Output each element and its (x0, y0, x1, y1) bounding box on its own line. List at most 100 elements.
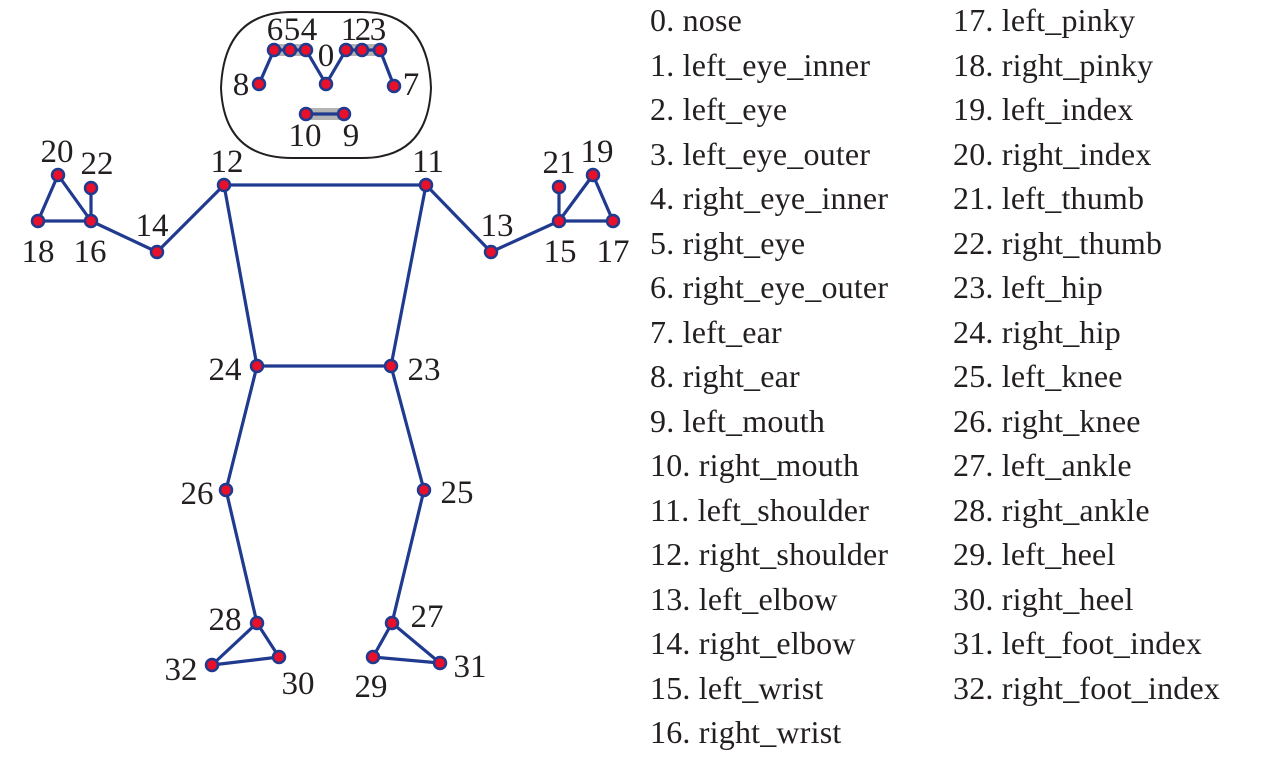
node-label-30: 30 (282, 666, 315, 702)
bone-25-27 (390, 488, 426, 625)
node-label-25: 25 (441, 475, 474, 511)
legend-item-right_wrist: 16. right_wrist (650, 714, 842, 750)
legend-item-left_pinky: 17. left_pinky (953, 2, 1136, 38)
bone-29-31 (371, 655, 442, 665)
legend-item-left_ankle: 27. left_ankle (953, 447, 1132, 483)
node-label-10: 10 (289, 118, 322, 154)
legend-item-nose: 0. nose (650, 2, 743, 38)
joint-left_hip (383, 358, 399, 374)
joint-right_eye (282, 42, 298, 58)
node-label-16: 16 (74, 234, 107, 270)
legend-item-left_heel: 29. left_heel (953, 536, 1116, 572)
node-label-18: 18 (22, 234, 55, 270)
legend-item-right_hip: 24. right_hip (953, 313, 1121, 350)
legend-item-right_mouth: 10. right_mouth (650, 447, 860, 483)
bone-14-16 (89, 219, 159, 254)
node-label-5: 5 (284, 12, 301, 48)
joint-left_shoulder (418, 177, 434, 193)
joint-left_elbow (483, 244, 499, 260)
node-label-0: 0 (318, 38, 335, 74)
joint-right_ear (251, 76, 267, 92)
node-label-4: 4 (301, 12, 318, 48)
node-label-32: 32 (165, 652, 198, 688)
bone-17-19 (591, 173, 615, 223)
joint-left_foot_index (432, 655, 448, 671)
joint-right_foot_index (204, 657, 220, 673)
bone-27-31 (390, 621, 442, 665)
joint-left_thumb (551, 179, 567, 195)
joint-right_pinky (30, 213, 46, 229)
legend-item-right_elbow: 14. right_elbow (650, 625, 856, 661)
bone-11-13 (424, 183, 493, 254)
legend-item-right_thumb: 22. right_thumb (953, 224, 1163, 261)
node-label-12: 12 (211, 144, 244, 180)
joint-right_hip (249, 358, 265, 374)
legend-item-right_pinky: 18. right_pinky (953, 46, 1154, 83)
bone-28-32 (210, 621, 259, 667)
node-label-31: 31 (454, 649, 487, 685)
legend-item-right_heel: 30. right_heel (953, 580, 1134, 617)
legend-item-right_eye_inner: 4. right_eye_inner (650, 180, 889, 216)
joint-left_eye_inner (338, 42, 354, 58)
node-label-24: 24 (209, 352, 242, 388)
legend-item-right_knee: 26. right_knee (953, 402, 1141, 439)
joint-left_pinky (605, 213, 621, 229)
node-label-13: 13 (481, 208, 514, 244)
node-label-27: 27 (411, 599, 444, 635)
joint-left_ankle (384, 615, 400, 631)
node-label-9: 9 (343, 118, 360, 154)
joint-right_wrist (83, 213, 99, 229)
node-label-11: 11 (412, 144, 444, 180)
bone-12-14 (155, 183, 226, 254)
joint-right_shoulder (216, 177, 232, 193)
node-label-3: 3 (370, 12, 387, 48)
legend-item-left_eye_inner: 1. left_eye_inner (650, 46, 871, 83)
legend-item-left_mouth: 9. left_mouth (650, 402, 826, 439)
node-label-23: 23 (408, 352, 441, 388)
node-label-15: 15 (544, 234, 577, 270)
joint-left_wrist (551, 213, 567, 229)
joint-left_eye (354, 42, 370, 58)
joint-left_eye_outer (372, 42, 388, 58)
joint-right_eye_outer (266, 42, 282, 58)
legend-item-right_index: 20. right_index (953, 135, 1152, 172)
node-label-6: 6 (267, 12, 284, 48)
legend-item-left_wrist: 15. left_wrist (650, 669, 824, 706)
node-label-1: 1 (341, 12, 358, 48)
legend-item-left_knee: 25. left_knee (953, 358, 1123, 394)
node-label-22: 22 (81, 146, 114, 182)
node-label-17: 17 (597, 234, 630, 270)
joint-left_ear (386, 78, 402, 94)
legend-item-left_ear: 7. left_ear (650, 313, 782, 350)
legend-item-right_eye: 5. right_eye (650, 224, 806, 261)
legend-item-right_ankle: 28. right_ankle (953, 491, 1150, 528)
joint-right_index (50, 167, 66, 183)
node-label-19: 19 (581, 134, 614, 170)
bone-26-28 (224, 488, 259, 625)
node-label-8: 8 (233, 67, 250, 103)
joint-left_heel (365, 649, 381, 665)
legend-item-right_ear: 8. right_ear (650, 358, 800, 394)
legend-item-left_shoulder: 11. left_shoulder (650, 491, 870, 528)
bone-30-32 (210, 655, 281, 667)
bone-23-25 (389, 364, 426, 492)
joint-right_knee (218, 482, 234, 498)
node-label-14: 14 (136, 208, 169, 244)
legend-item-left_hip: 23. left_hip (953, 269, 1103, 305)
bone-24-26 (224, 364, 259, 492)
joint-left_knee (416, 482, 432, 498)
node-label-20: 20 (41, 134, 74, 170)
legend-item-right_shoulder: 12. right_shoulder (650, 536, 889, 572)
legend-item-left_elbow: 13. left_elbow (650, 580, 838, 617)
face-outline (219, 11, 433, 159)
node-label-7: 7 (403, 67, 420, 103)
node-label-26: 26 (181, 476, 214, 512)
legend-item-right_foot_index: 32. right_foot_index (953, 669, 1221, 706)
node-label-29: 29 (355, 669, 388, 705)
joint-right_heel (271, 649, 287, 665)
joint-left_mouth (336, 106, 352, 122)
joint-right_ankle (249, 615, 265, 631)
